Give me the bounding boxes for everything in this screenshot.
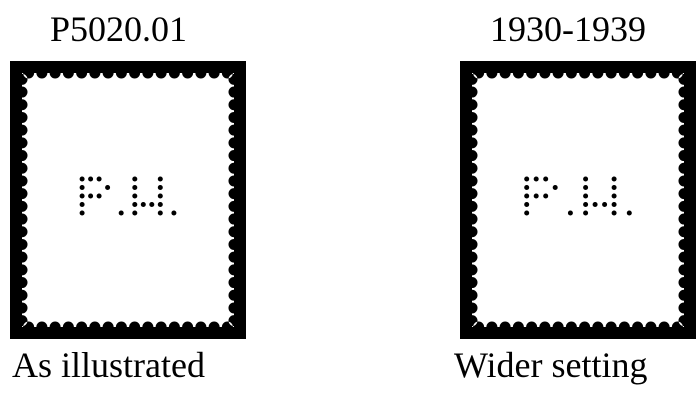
- perforation-hole: [79, 193, 85, 199]
- perforation-hole: [132, 202, 138, 207]
- perforation-hole: [79, 185, 85, 190]
- perforation-hole: [132, 176, 138, 182]
- perforation-hole: [583, 210, 589, 216]
- perforation-hole: [583, 202, 589, 207]
- stamp-paper: [472, 73, 684, 327]
- perforation-hole: [524, 210, 530, 216]
- catalogue-number: P5020.01: [50, 9, 188, 49]
- perforation-hole: [552, 185, 558, 190]
- perforation-hole: [157, 193, 163, 199]
- perforated-initials: [524, 176, 632, 216]
- caption-wider-setting: Wider setting: [454, 345, 648, 385]
- stamp-outline-left: [10, 61, 246, 339]
- perforation-hole: [583, 176, 589, 182]
- perforation-hole: [171, 210, 177, 216]
- perforation-hole: [157, 202, 163, 207]
- date-range: 1930-1939: [490, 9, 646, 49]
- perforation-hole: [611, 202, 617, 207]
- perforation-hole: [626, 210, 632, 216]
- perforation-hole: [105, 185, 111, 190]
- perforation-hole: [611, 210, 617, 216]
- perforation-hole: [149, 202, 155, 207]
- perforation-hole: [583, 193, 589, 199]
- perforation-hole: [611, 193, 617, 199]
- caption-as-illustrated: As illustrated: [12, 345, 205, 385]
- stamp-outline-right: [460, 61, 696, 339]
- perforation-hole: [602, 202, 608, 207]
- perforation-hole: [132, 210, 138, 216]
- perforation-hole: [96, 193, 102, 199]
- perforation-hole: [611, 176, 617, 182]
- perforation-hole: [96, 176, 102, 182]
- perforation-hole: [118, 210, 124, 216]
- perforation-hole: [157, 210, 163, 216]
- perforation-hole: [79, 202, 85, 207]
- perforation-hole: [592, 202, 598, 207]
- perforation-hole: [132, 185, 138, 190]
- perforation-hole: [524, 202, 530, 207]
- perforation-hole: [132, 193, 138, 199]
- perforation-hole: [79, 176, 85, 182]
- perforation-hole: [88, 176, 94, 182]
- perforation-hole: [583, 185, 589, 190]
- perforation-hole: [88, 193, 94, 199]
- perforation-hole: [533, 193, 539, 199]
- perforation-hole: [543, 193, 549, 199]
- perforation-hole: [524, 176, 530, 182]
- perforation-hole: [140, 202, 146, 207]
- perforation-hole: [543, 176, 549, 182]
- perforation-hole: [524, 185, 530, 190]
- stamp-paper: [22, 73, 234, 327]
- perforation-hole: [157, 185, 163, 190]
- perforation-hole: [611, 185, 617, 190]
- perforated-initials: [79, 176, 177, 216]
- perforation-hole: [79, 210, 85, 216]
- perforation-hole: [157, 176, 163, 182]
- perforation-hole: [567, 210, 573, 216]
- perforation-hole: [524, 193, 530, 199]
- perforation-hole: [533, 176, 539, 182]
